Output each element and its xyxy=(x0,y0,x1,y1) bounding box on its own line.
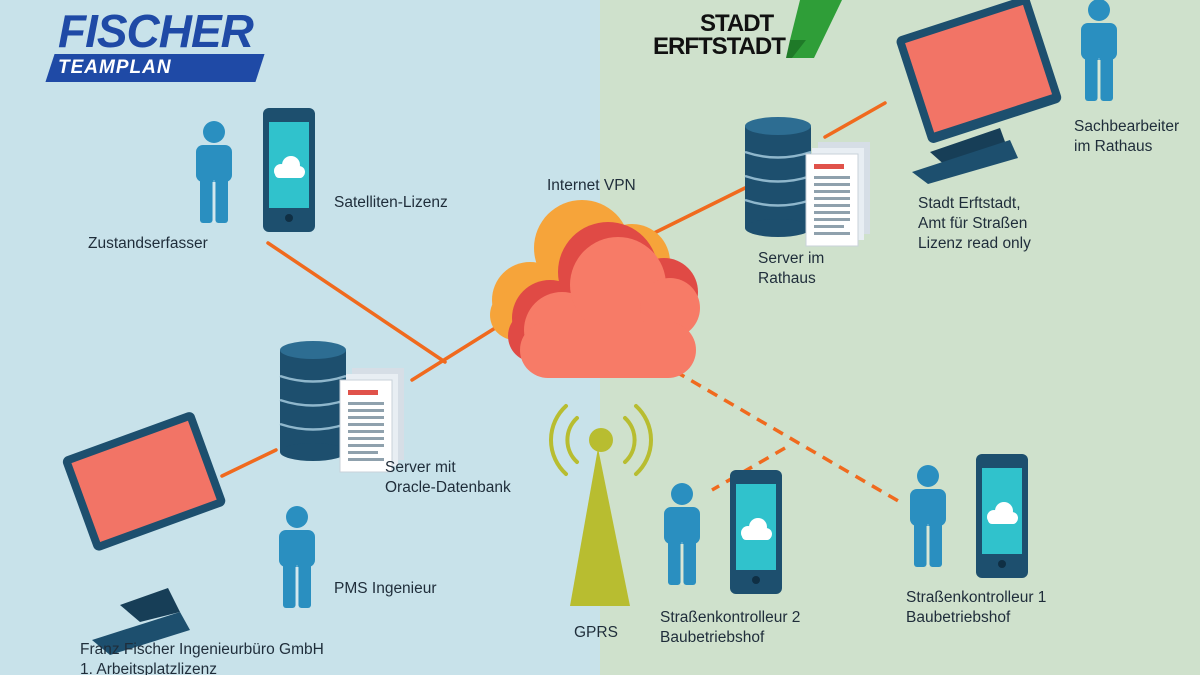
label-franz-fischer-line1: Franz Fischer Ingenieurbüro GmbH xyxy=(80,641,324,658)
label-pms-ingenieur: PMS Ingenieur xyxy=(334,580,437,597)
label-server-oracle-line1: Server mit xyxy=(385,459,456,476)
label-server-rathaus-line1: Server im xyxy=(758,250,825,267)
person-icon-kontrolleur1 xyxy=(909,464,947,568)
label-franz-fischer-line2: 1. Arbeitsplatzlizenz xyxy=(80,661,217,675)
label-kontrolleur2-line1: Straßenkontrolleur 2 xyxy=(660,609,801,626)
label-kontrolleur1-line2: Baubetriebshof xyxy=(906,609,1011,626)
stadt-wordmark: STADT xyxy=(700,10,774,37)
tablet-icon-kontrolleur2 xyxy=(730,470,782,594)
label-stadt-line1: Stadt Erftstadt, xyxy=(918,195,1021,212)
tablet-icon-satelliten xyxy=(263,108,315,232)
dashed-connection-kontrolleur1 xyxy=(641,350,901,504)
label-server-rathaus-line2: Rathaus xyxy=(758,270,816,287)
database-icon-rathaus xyxy=(743,115,813,239)
connection-tablet-to-hub xyxy=(266,241,447,364)
monitor-icon-franz-fischer xyxy=(62,412,226,655)
dashed-connection-kontrolleur2 xyxy=(711,446,786,492)
tablet-icon-kontrolleur1 xyxy=(976,454,1028,578)
stadt-erftstadt-logo-mark xyxy=(786,0,842,58)
connection-server-to-rathaus-monitor xyxy=(823,101,887,139)
label-stadt-line2: Amt für Straßen xyxy=(918,215,1028,232)
label-stadt-line3: Lizenz read only xyxy=(918,235,1031,252)
label-kontrolleur1-line1: Straßenkontrolleur 1 xyxy=(906,589,1047,606)
cloud-icon-internet-vpn xyxy=(490,200,700,378)
documents-icon-rathaus xyxy=(805,141,871,247)
label-server-oracle-line2: Oracle-Datenbank xyxy=(385,479,511,496)
database-icon-oracle xyxy=(278,339,348,463)
person-icon-zustandserfasser xyxy=(195,120,233,224)
label-sachbearbeiter-line1: Sachbearbeiter xyxy=(1074,118,1180,135)
label-gprs: GPRS xyxy=(574,624,618,641)
label-internet-vpn: Internet VPN xyxy=(547,177,636,194)
person-icon-pms-ingenieur xyxy=(278,505,316,609)
person-icon-sachbearbeiter xyxy=(1080,0,1118,102)
antenna-icon-gprs xyxy=(548,404,654,606)
label-sachbearbeiter-line2: im Rathaus xyxy=(1074,138,1153,155)
monitor-icon-rathaus xyxy=(896,0,1062,184)
teamplan-wordmark: TEAMPLAN xyxy=(58,57,172,78)
label-kontrolleur2-line2: Baubetriebshof xyxy=(660,629,765,646)
fischer-teamplan-logo: FISCHER TEAMPLAN xyxy=(45,5,275,86)
label-zustandserfasser: Zustandserfasser xyxy=(88,235,208,252)
person-icon-kontrolleur2 xyxy=(663,482,701,586)
fischer-wordmark: FISCHER xyxy=(58,5,254,57)
stadt-side-background xyxy=(600,0,1200,675)
connection-monitor-to-server xyxy=(220,448,278,478)
label-satelliten-lizenz: Satelliten-Lizenz xyxy=(334,194,448,211)
connection-cloud-to-rathaus-server xyxy=(638,186,747,242)
stadt-erftstadt-logo: STADT ERFTSTADT xyxy=(650,6,850,66)
erftstadt-wordmark: ERFTSTADT xyxy=(653,33,786,60)
